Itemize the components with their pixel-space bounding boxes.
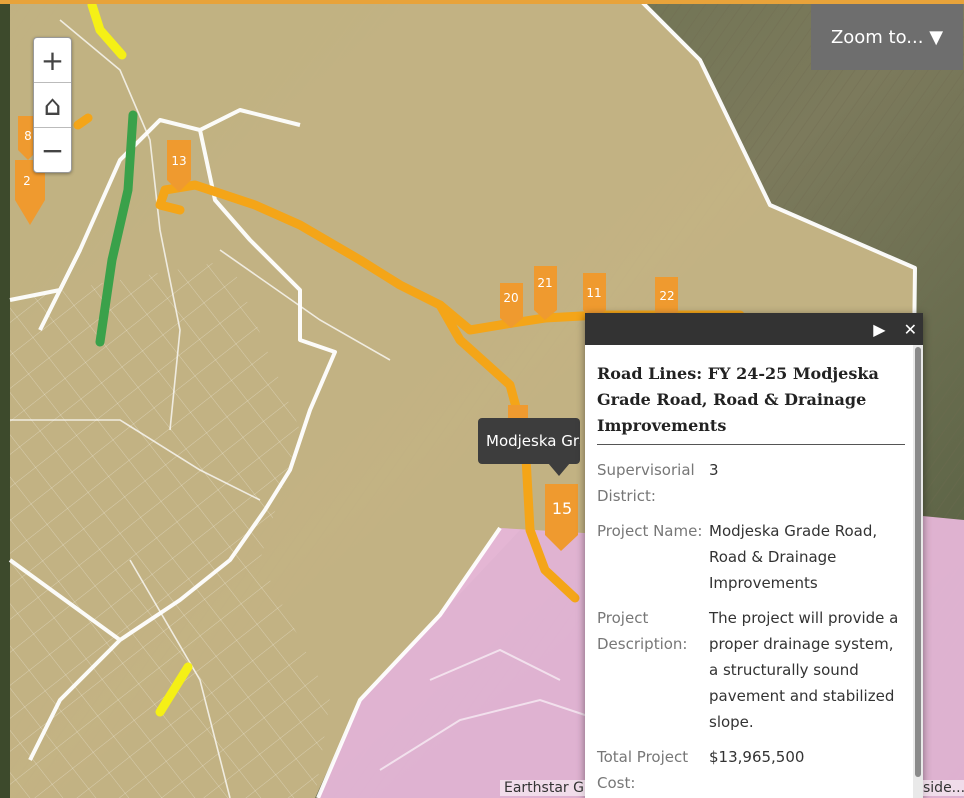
attribute-label: Project Description: [597, 609, 688, 653]
attribute-value: The project will provide a proper draina… [709, 609, 899, 731]
marker-15[interactable]: 15 [545, 484, 578, 551]
marker-11[interactable]: 11 [583, 273, 606, 320]
attribute-value: 3 [709, 461, 719, 479]
tooltip-arrow [548, 463, 570, 476]
popup-header: ▶ ✕ [585, 313, 923, 345]
popup-title: Road Lines: FY 24-25 Modjeska Grade Road… [597, 361, 905, 445]
feature-popup: ▶ ✕ Road Lines: FY 24-25 Modjeska Grade … [585, 313, 923, 798]
svg-text:20: 20 [503, 291, 518, 305]
marker-22[interactable]: 22 [655, 277, 678, 322]
attribute-row: Project Name: Modjeska Grade Road, Road … [597, 518, 905, 596]
home-button[interactable]: ⌂ [34, 83, 71, 128]
yellow-route-bottom [155, 662, 193, 717]
attribute-value: $13,965,500 [709, 748, 805, 766]
close-popup-button[interactable]: ✕ [903, 319, 917, 339]
marker-13[interactable]: 13 [167, 140, 191, 192]
feature-tooltip: Modjeska Grade Road [478, 418, 580, 464]
next-feature-button[interactable]: ▶ [873, 319, 886, 339]
marker-2[interactable]: 2 [15, 160, 45, 225]
zoom-control: + ⌂ − [33, 37, 72, 173]
scrollbar-thumb[interactable] [915, 347, 921, 777]
marker-21[interactable]: 21 [534, 266, 557, 320]
top-accent-bar [0, 0, 964, 4]
popup-body: Road Lines: FY 24-25 Modjeska Grade Road… [585, 345, 923, 796]
attribute-row: Supervisorial District: 3 [597, 457, 905, 509]
svg-text:13: 13 [171, 154, 186, 168]
orange-route [155, 180, 745, 335]
attribute-row: Total Project Cost: $13,965,500 [597, 744, 905, 796]
attribute-label: Total Project Cost: [597, 748, 689, 792]
zoom-in-button[interactable]: + [34, 38, 71, 83]
map-attribution: Earthstar G [500, 780, 588, 796]
home-icon: ⌂ [43, 88, 62, 122]
svg-text:21: 21 [537, 276, 552, 290]
attribute-label: Supervisorial District: [597, 461, 695, 505]
attribute-row: Project Description: The project will pr… [597, 605, 905, 735]
marker-20[interactable]: 20 [500, 283, 523, 328]
popup-scrollbar[interactable] [913, 345, 923, 798]
svg-text:8: 8 [24, 129, 32, 143]
svg-text:15: 15 [552, 499, 572, 518]
attribute-label: Project Name: [597, 522, 703, 540]
attribute-value: Modjeska Grade Road, Road & Drainage Imp… [709, 522, 878, 592]
svg-text:11: 11 [586, 286, 601, 300]
zoom-out-button[interactable]: − [40, 133, 65, 167]
green-route [95, 110, 138, 347]
zoom-to-dropdown[interactable]: Zoom to... ▼ [811, 4, 963, 70]
svg-text:22: 22 [659, 289, 674, 303]
yellow-route-top [87, 0, 127, 60]
map-attribution-right: side... [923, 780, 964, 796]
svg-text:2: 2 [23, 174, 31, 188]
